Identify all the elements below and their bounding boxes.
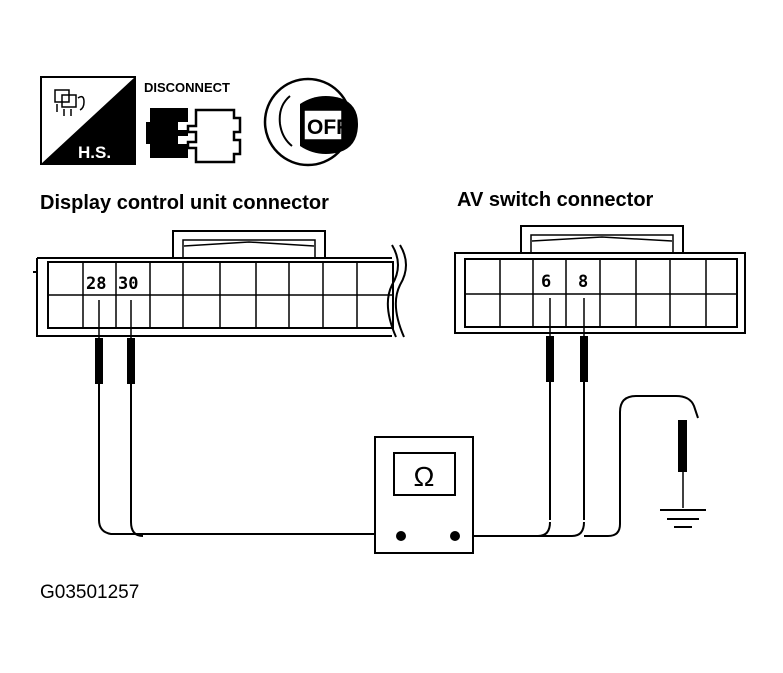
display-control-unit-connector	[33, 230, 407, 338]
pin-6-label: 6	[541, 272, 551, 292]
meter-terminal-negative	[450, 531, 460, 541]
probe-pin-30	[127, 300, 135, 522]
probe-pin-6	[546, 298, 554, 520]
meter-terminal-positive	[396, 531, 406, 541]
probe-pin-8	[580, 298, 588, 520]
pin-28-label: 28	[86, 274, 106, 294]
av-switch-connector	[454, 225, 746, 334]
probe-pin-28	[95, 300, 103, 520]
hs-label: H.S.	[78, 143, 111, 162]
ignition-off-icon: OFF	[263, 77, 358, 167]
figure-id: G03501257	[40, 582, 139, 603]
ohmmeter: Ω	[374, 436, 474, 554]
disconnect-icon: DISCONNECT	[144, 80, 242, 164]
off-label: OFF	[307, 116, 349, 139]
test-leads	[98, 395, 699, 537]
display-connector-title: Display control unit connector	[40, 192, 329, 214]
av-connector-title: AV switch connector	[457, 189, 654, 211]
pin-30-label: 30	[118, 274, 138, 294]
hs-icon: H.S.	[40, 76, 136, 165]
ground-icon	[660, 420, 706, 528]
disconnect-label: DISCONNECT	[144, 80, 230, 95]
pin-8-label: 8	[578, 272, 588, 292]
ohm-symbol: Ω	[414, 461, 435, 492]
